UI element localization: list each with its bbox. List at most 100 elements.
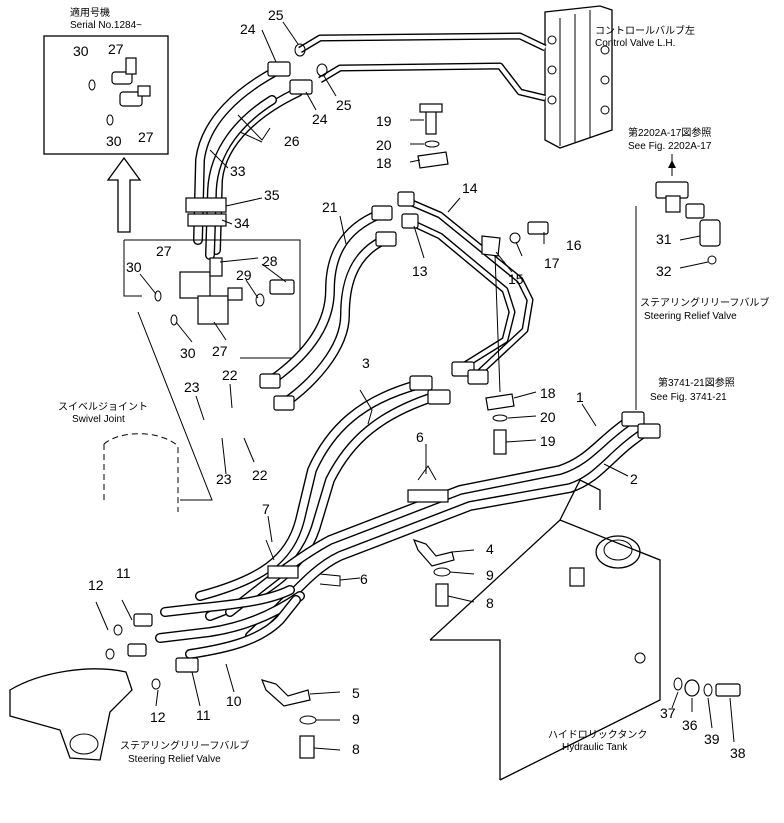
washer-17 (509, 232, 521, 244)
oring-12b (105, 648, 115, 660)
lower-hoses (9, 585, 305, 761)
ref-fig-3741-en: See Fig. 3741-21 (650, 392, 727, 403)
washer-9a (433, 567, 451, 577)
inset-serial-range: Serial No.1284~ (70, 20, 142, 31)
inset-oring-top (88, 79, 96, 91)
callout-21: 21 (322, 199, 338, 215)
ref-control-valve-jp: コントロールバルブ左 (595, 24, 695, 37)
steering-relief-fittings (635, 154, 721, 410)
callout-23: 23 (216, 471, 232, 487)
callout-9: 9 (352, 711, 360, 727)
callout-18: 18 (540, 385, 556, 401)
oring-30b (170, 314, 178, 326)
tag-26 (237, 114, 271, 141)
callout-9: 9 (486, 567, 494, 583)
callout-23: 23 (184, 379, 200, 395)
hoses-21 (259, 205, 397, 411)
callout-8: 8 (486, 595, 494, 611)
ref-swivel-jp: スイベルジョイント (58, 401, 148, 413)
swivel-leader (137, 311, 213, 501)
ref-fig-3741-jp: 第3741-21図参照 (658, 376, 735, 389)
fitting-24b (289, 79, 313, 95)
tag-3 (359, 389, 373, 425)
callout-6: 6 (360, 571, 368, 587)
elbow-fittings-27 (123, 239, 301, 501)
callout-27: 27 (138, 129, 154, 145)
callout-24: 24 (240, 21, 256, 37)
callout-12: 12 (88, 577, 104, 593)
washer-9b (299, 715, 317, 725)
ref-steering-relief-jp: ステアリングリリーフバルブ (640, 296, 769, 309)
callout-3: 3 (362, 355, 370, 371)
callout-16: 16 (566, 237, 582, 253)
leader-lines (139, 21, 735, 751)
bracket-15 (481, 235, 501, 257)
reference-texts: コントロールバルブ左 Control Valve L.H. 第2202A-17図… (58, 24, 769, 765)
callout-11: 11 (196, 707, 211, 723)
ref-fig-2202-jp: 第2202A-17図参照 (628, 126, 711, 139)
callout-30: 30 (73, 43, 89, 59)
ref-swivel-en: Swivel Joint (72, 414, 125, 425)
callout-30: 30 (126, 259, 142, 275)
clamp-34 (187, 213, 227, 227)
callout-32: 32 (656, 263, 672, 279)
elbow-27a-port (209, 257, 223, 277)
callout-37: 37 (660, 705, 676, 721)
swivel-joint (103, 433, 179, 512)
washer-20b (492, 414, 508, 422)
callout-numbers: 30 27 30 27 25 24 25 24 26 33 35 34 21 1… (73, 7, 746, 761)
callout-25: 25 (268, 7, 284, 23)
oring-37 (673, 677, 683, 691)
plug-28 (269, 279, 295, 295)
plug-36 (684, 679, 700, 697)
washer-39 (703, 683, 713, 697)
bolt-16 (527, 221, 549, 235)
inset-serial-label: 適用号機 (70, 6, 110, 19)
callout-27: 27 (212, 343, 228, 359)
tag-6a (417, 465, 437, 481)
callout-34: 34 (234, 215, 250, 231)
callout-20: 20 (376, 137, 392, 153)
bracket-4 (412, 539, 455, 567)
callout-33: 33 (230, 163, 246, 179)
callout-26: 26 (284, 133, 300, 149)
ref-steering-relief2-en: Steering Relief Valve (128, 754, 221, 765)
callout-39: 39 (704, 731, 720, 747)
callout-28: 28 (262, 253, 278, 269)
washer-20a (424, 140, 440, 148)
callout-27: 27 (156, 243, 172, 259)
callout-27: 27 (108, 41, 124, 57)
callout-22: 22 (222, 367, 238, 383)
callout-36: 36 (682, 717, 698, 733)
callout-10: 10 (226, 693, 242, 709)
ref-steering-relief2-jp: ステアリングリリーフバルブ (120, 739, 249, 752)
clamp-35 (185, 197, 227, 213)
bolt-38 (715, 683, 741, 697)
callout-35: 35 (264, 187, 280, 203)
pipes-13-14 (397, 191, 549, 393)
oring-12c (151, 678, 161, 690)
callout-8: 8 (352, 741, 360, 757)
inset-elbow-bottom (119, 91, 143, 107)
inset-oring-bottom (106, 114, 114, 126)
elbow-27b-port (227, 287, 243, 301)
callout-13: 13 (412, 263, 428, 279)
callout-6: 6 (416, 429, 424, 445)
control-valve-lh (298, 5, 613, 149)
elbow-27b (197, 295, 229, 325)
callout-12: 12 (150, 709, 166, 725)
oring-29 (255, 293, 265, 307)
ref-control-valve-en: Control Valve L.H. (595, 38, 675, 49)
tank-cap (595, 535, 641, 569)
bracket-5 (260, 679, 311, 707)
fitting-11b (127, 643, 147, 657)
serial-inset: 適用号機 Serial No.1284~ (43, 6, 169, 233)
ref-fig-2202-en: See Fig. 2202A-17 (628, 141, 712, 152)
callout-30: 30 (180, 345, 196, 361)
callout-17: 17 (544, 255, 560, 271)
elbow-27a (179, 271, 211, 299)
plate-18b (485, 393, 515, 411)
oring-32 (707, 255, 717, 265)
callout-38: 38 (730, 745, 746, 761)
